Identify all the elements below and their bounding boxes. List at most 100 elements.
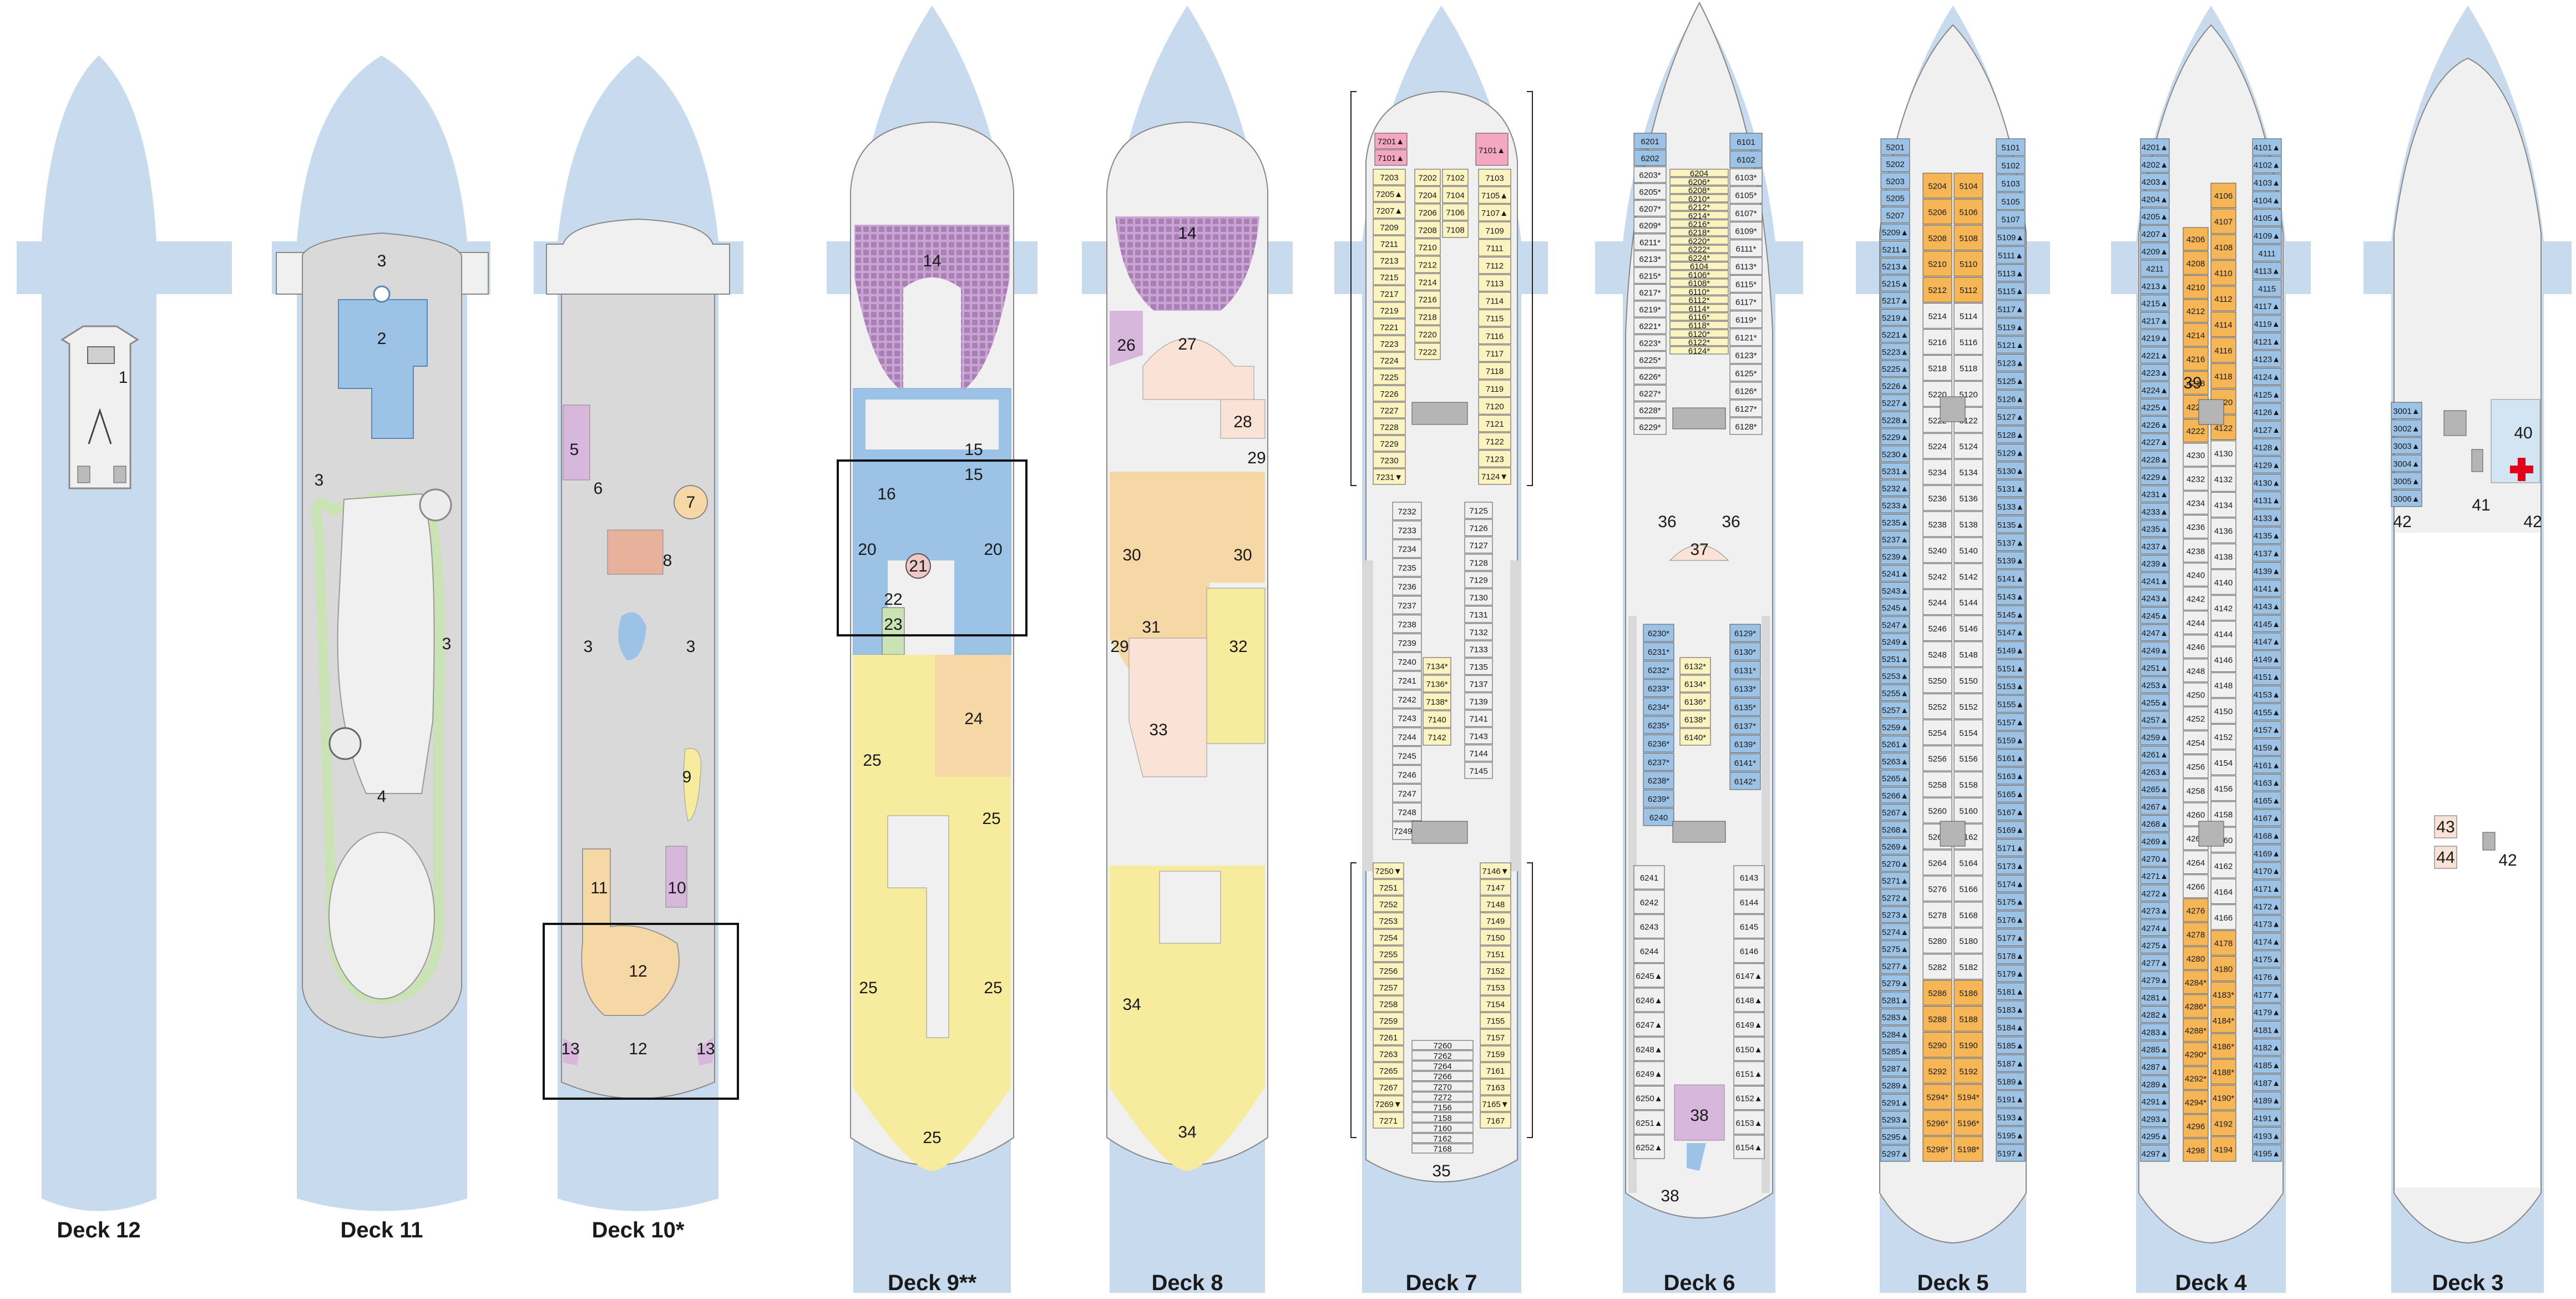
cabin[interactable] (2183, 299, 2209, 323)
cabin[interactable] (1996, 515, 2026, 533)
cabin[interactable] (2140, 138, 2170, 155)
cabin[interactable] (1633, 267, 1667, 284)
cabin[interactable] (1996, 372, 2026, 390)
cabin[interactable] (2140, 416, 2170, 433)
cabin[interactable] (1880, 1094, 1910, 1111)
cabin[interactable] (1633, 284, 1667, 301)
cabin[interactable] (2183, 755, 2209, 779)
cabin[interactable] (1392, 709, 1422, 727)
cabin[interactable] (1464, 658, 1493, 675)
cabin[interactable] (1996, 192, 2026, 210)
cabin[interactable] (1922, 719, 1952, 745)
cabin[interactable] (1480, 896, 1511, 912)
cabin[interactable] (1392, 690, 1422, 709)
cabin[interactable] (2183, 970, 2209, 994)
cabin[interactable] (1679, 728, 1711, 746)
cabin[interactable] (2140, 641, 2170, 659)
cabin[interactable] (1392, 746, 1422, 765)
cabin[interactable] (1373, 352, 1406, 368)
cabin[interactable] (1996, 587, 2026, 605)
cabin[interactable] (1423, 693, 1451, 710)
cabin[interactable] (1729, 328, 1763, 346)
cabin[interactable] (1729, 133, 1763, 150)
cabin[interactable] (1669, 194, 1729, 203)
deck-7[interactable]: 7201▲7101▲7101▲72037205▲7207▲72097211721… (1334, 6, 1548, 1295)
cabin[interactable] (1423, 657, 1451, 675)
cabin[interactable] (1464, 710, 1493, 727)
cabin[interactable] (2140, 260, 2170, 277)
cabin[interactable] (2140, 867, 2170, 884)
cabin[interactable] (1996, 857, 2026, 875)
cabin[interactable] (1373, 1045, 1404, 1062)
cabin[interactable] (1733, 889, 1765, 914)
cabin[interactable] (1411, 1112, 1474, 1123)
cabin[interactable] (1996, 911, 2026, 928)
cabin[interactable] (1953, 615, 1983, 641)
cabin[interactable] (1922, 668, 1952, 693)
cabin[interactable] (1373, 185, 1406, 202)
cabin[interactable] (1996, 964, 2026, 982)
cabin[interactable] (1996, 551, 2026, 569)
cabin[interactable] (1880, 309, 1910, 326)
cabin[interactable] (1996, 443, 2026, 462)
cabin[interactable] (1922, 589, 1952, 615)
cabin[interactable] (1643, 642, 1674, 660)
cabin[interactable] (1953, 641, 1983, 668)
cabin[interactable] (1880, 326, 1910, 343)
cabin[interactable] (1411, 1143, 1474, 1154)
cabin[interactable] (1953, 199, 1983, 225)
cabin[interactable] (1880, 428, 1910, 445)
cabin[interactable] (1373, 1095, 1404, 1112)
cabin[interactable] (1729, 400, 1763, 417)
cabin[interactable] (1373, 995, 1404, 1012)
cabin[interactable] (1953, 1136, 1983, 1162)
cabin[interactable] (2140, 381, 2170, 398)
cabin[interactable] (1880, 1128, 1910, 1145)
cabin[interactable] (1880, 394, 1910, 411)
cabin[interactable] (2140, 485, 2170, 503)
cabin[interactable] (2140, 398, 2170, 416)
cabin[interactable] (1373, 929, 1404, 946)
cabin[interactable] (2140, 954, 2170, 971)
cabin[interactable] (1480, 1062, 1511, 1079)
cabin[interactable] (1996, 264, 2026, 282)
cabin[interactable] (1478, 274, 1511, 292)
cabin[interactable] (1464, 727, 1493, 744)
cabin[interactable] (1922, 1032, 1952, 1058)
cabin[interactable] (1880, 411, 1910, 428)
cabin[interactable] (1423, 728, 1451, 746)
cabin[interactable] (1669, 245, 1729, 253)
cabin[interactable] (2183, 994, 2209, 1018)
cabin[interactable] (1633, 216, 1667, 234)
cabin[interactable] (1953, 693, 1983, 719)
cabin[interactable] (1996, 282, 2026, 300)
cabin[interactable] (2140, 294, 2170, 312)
cabin[interactable] (1633, 385, 1667, 401)
cabin[interactable] (1669, 211, 1729, 219)
cabin[interactable] (1996, 318, 2026, 336)
cabin[interactable] (2183, 587, 2209, 610)
cabin[interactable] (1633, 1135, 1665, 1159)
cabin[interactable] (1633, 1110, 1665, 1135)
cabin[interactable] (1880, 189, 1910, 206)
cabin[interactable] (1996, 713, 2026, 731)
cabin[interactable] (2140, 936, 2170, 954)
cabin[interactable] (1880, 360, 1910, 377)
cabin[interactable] (2183, 946, 2209, 970)
cabin[interactable] (1464, 745, 1493, 762)
cabin[interactable] (2140, 971, 2170, 988)
cabin[interactable] (1411, 1081, 1474, 1091)
cabin[interactable] (1729, 257, 1763, 275)
cabin[interactable] (1669, 279, 1729, 287)
cabin[interactable] (1953, 277, 1983, 303)
cabin[interactable] (1996, 875, 2026, 892)
cabin[interactable] (1922, 641, 1952, 668)
cabin[interactable] (2140, 815, 2170, 832)
cabin[interactable] (2140, 346, 2170, 364)
cabin[interactable] (2183, 371, 2209, 395)
cabin[interactable] (1392, 502, 1422, 520)
cabin[interactable] (1922, 693, 1952, 719)
cabin[interactable] (1669, 312, 1729, 321)
cabin[interactable] (1679, 675, 1711, 693)
cabin[interactable] (1633, 1037, 1665, 1061)
